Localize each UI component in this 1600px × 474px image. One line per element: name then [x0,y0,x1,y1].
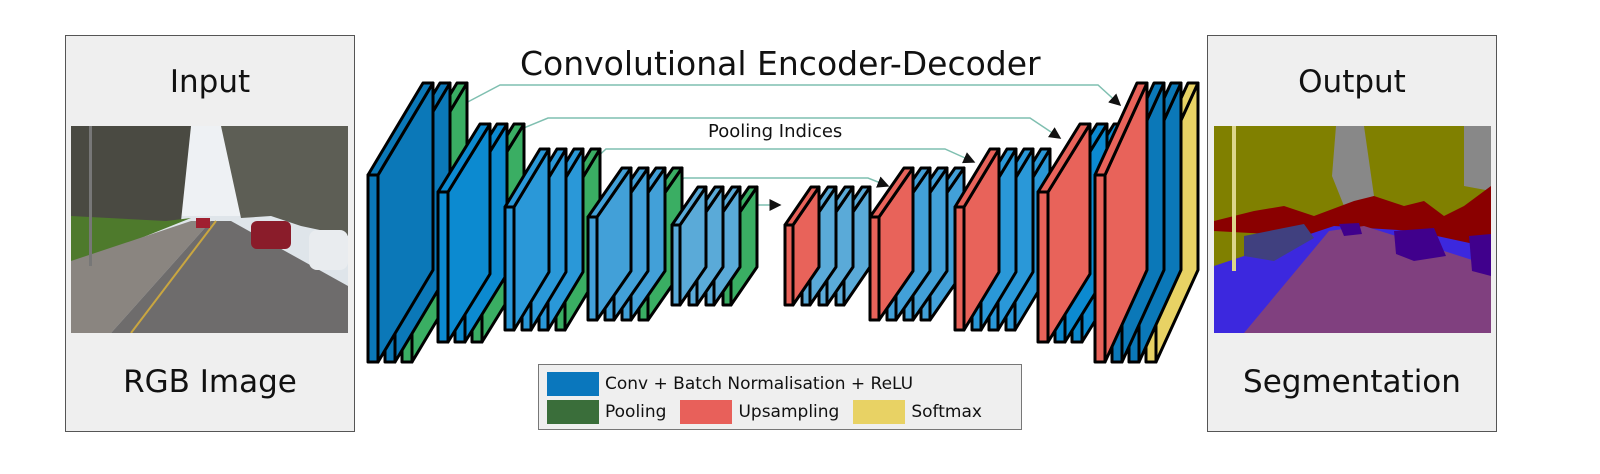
encoder-5-stage [670,185,759,307]
pooling-indices-label: Pooling Indices [708,121,843,142]
legend: Conv + Batch Normalisation + ReLU Poolin… [538,364,1022,430]
layer-conv [436,122,492,344]
decoder-5-stage [783,185,872,307]
layer-front-face [670,223,682,307]
layer-front-face [953,205,966,332]
legend-row-2: Pooling Upsampling Softmax [547,400,996,424]
layer-front-face [783,223,795,307]
layer-front-face [366,173,380,364]
encoder-4-stage [586,166,684,322]
legend-swatch-upsampling [680,400,733,424]
legend-swatch-softmax [853,400,906,424]
layer-up [1093,81,1149,364]
layer-front-face [1093,173,1107,364]
pooling-indices-arrow [593,148,976,164]
layer-up [953,147,1001,332]
layer-conv [503,147,551,332]
legend-label-upsampling: Upsampling [738,402,840,422]
legend-label-conv: Conv + Batch Normalisation + ReLU [605,374,914,394]
decoder-1-stage [1093,81,1200,364]
layer-up [1036,122,1092,344]
layer-front-face [868,215,881,322]
output-title: Output [1298,64,1406,100]
diagram-title: Convolutional Encoder-Decoder [520,44,1041,83]
layer-front-face [503,205,516,332]
legend-row-1: Conv + Batch Normalisation + ReLU [547,372,913,396]
layer-conv [670,185,708,307]
layer-up [868,166,915,322]
input-rgb-image [71,126,348,333]
layer-up [783,185,821,307]
layer-front-face [586,215,599,322]
network-stages [366,81,1200,364]
decoder-4-stage [868,166,966,322]
legend-swatch-pooling [547,400,599,424]
legend-label-pooling: Pooling [605,402,667,422]
legend-label-softmax: Softmax [911,402,982,422]
input-title: Input [169,64,251,100]
output-panel: Output Segmentation [1207,35,1497,432]
decoder-3-stage [953,147,1052,332]
pooling-indices-arrow [461,84,1122,107]
output-segmentation-image [1214,126,1491,333]
layer-conv [586,166,633,322]
input-panel: Input RGB Image [65,35,355,432]
output-caption: Segmentation [1243,364,1461,400]
layer-conv [366,81,435,364]
layer-front-face [1036,190,1050,344]
pooling-indices-arrow [513,117,1062,139]
legend-swatch-conv [547,372,599,396]
encoder-2-stage [436,122,526,344]
layer-front-face [436,190,450,344]
input-caption: RGB Image [123,364,297,400]
